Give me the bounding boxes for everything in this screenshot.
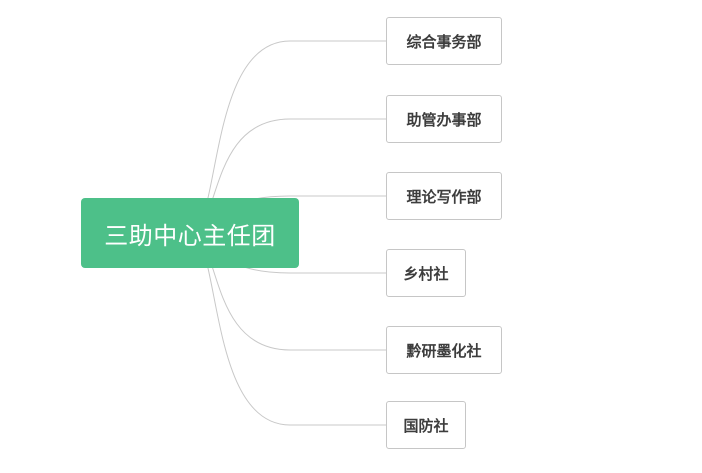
child-node-xiangcun-she[interactable]: 乡村社 [386, 249, 466, 297]
child-node-lilun-xiezuo[interactable]: 理论写作部 [386, 172, 502, 220]
child-node-guofang-she[interactable]: 国防社 [386, 401, 466, 449]
child-node-qianyan-mohua-she[interactable]: 黔研墨化社 [386, 326, 502, 374]
child-node-zonghe-shiwu[interactable]: 综合事务部 [386, 17, 502, 65]
child-node-zhuguan-banshi[interactable]: 助管办事部 [386, 95, 502, 143]
root-node[interactable]: 三助中心主任团 [81, 198, 299, 268]
